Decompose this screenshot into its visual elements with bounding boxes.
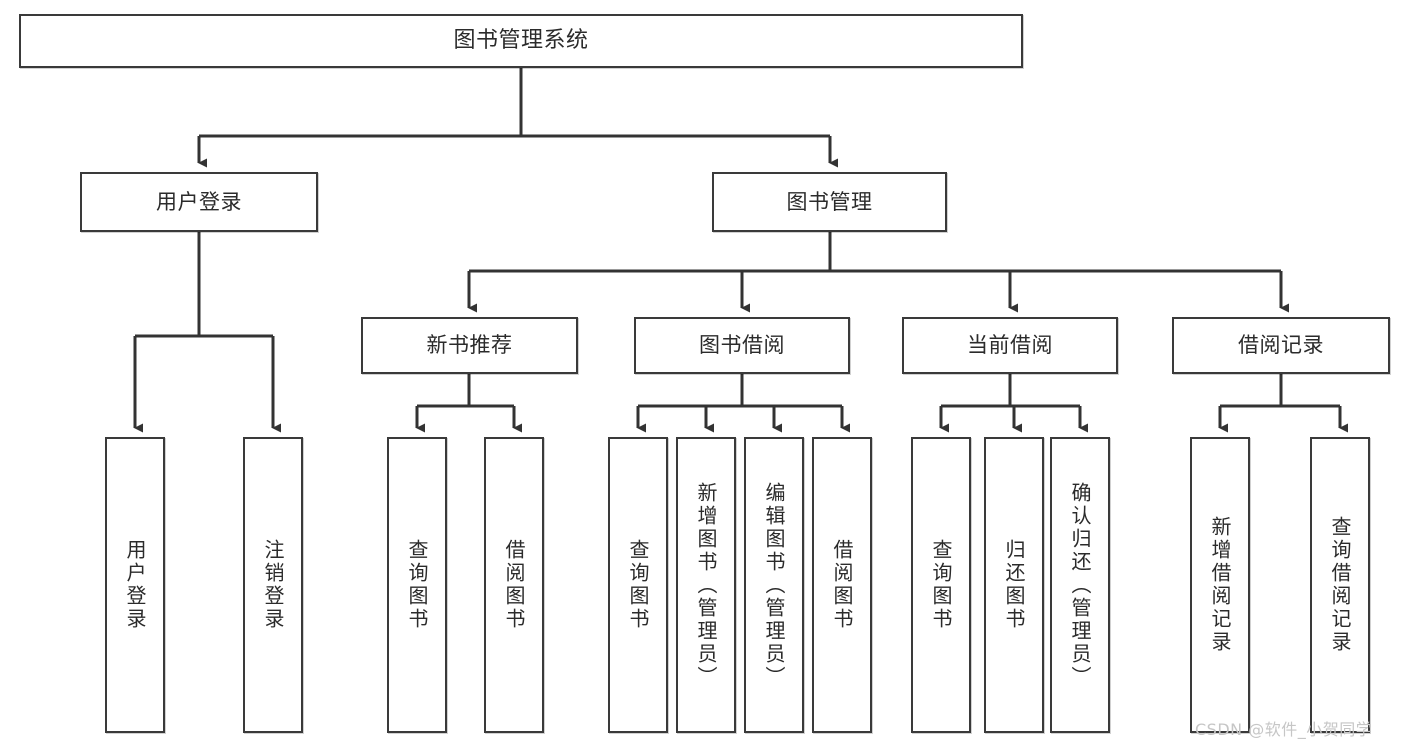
node-book-manage[interactable]: 图书管理 <box>712 172 947 232</box>
node-leaf-query-book-current-label: 查询图书 <box>929 539 953 631</box>
node-leaf-query-book-current[interactable]: 查询图书 <box>911 437 971 733</box>
node-leaf-user-logout[interactable]: 注销登录 <box>243 437 303 733</box>
node-new-book-rec[interactable]: 新书推荐 <box>361 317 578 374</box>
node-leaf-query-record-label: 查询借阅记录 <box>1328 516 1352 654</box>
node-book-borrow[interactable]: 图书借阅 <box>634 317 850 374</box>
node-leaf-query-book-rec-label: 查询图书 <box>405 539 429 631</box>
node-leaf-borrow-book[interactable]: 借阅图书 <box>812 437 872 733</box>
node-leaf-user-login-label: 用户登录 <box>123 539 147 631</box>
node-leaf-return-book-label: 归还图书 <box>1002 539 1026 631</box>
csdn-watermark: CSDN @软件_小贺同学 <box>1195 720 1373 739</box>
node-current-borrow-label: 当前借阅 <box>967 333 1053 358</box>
node-leaf-borrow-book-rec-label: 借阅图书 <box>502 539 526 631</box>
node-new-book-rec-label: 新书推荐 <box>426 333 513 358</box>
node-leaf-borrow-book-label: 借阅图书 <box>830 539 854 631</box>
node-leaf-add-record[interactable]: 新增借阅记录 <box>1190 437 1250 733</box>
node-leaf-add-record-label: 新增借阅记录 <box>1208 516 1232 654</box>
node-user-login[interactable]: 用户登录 <box>80 172 318 232</box>
node-leaf-query-record[interactable]: 查询借阅记录 <box>1310 437 1370 733</box>
node-leaf-add-book-label: 新增图书（管理员） <box>694 481 718 689</box>
node-root[interactable]: 图书管理系统 <box>19 14 1023 68</box>
node-leaf-borrow-book-rec[interactable]: 借阅图书 <box>484 437 544 733</box>
node-leaf-query-book-rec[interactable]: 查询图书 <box>387 437 447 733</box>
node-leaf-query-book-borrow-label: 查询图书 <box>626 539 650 631</box>
node-leaf-confirm-return-label: 确认归还（管理员） <box>1068 481 1092 689</box>
node-current-borrow[interactable]: 当前借阅 <box>902 317 1118 374</box>
node-borrow-record[interactable]: 借阅记录 <box>1172 317 1390 374</box>
node-leaf-edit-book-label: 编辑图书（管理员） <box>762 481 786 689</box>
node-leaf-user-logout-label: 注销登录 <box>261 539 285 631</box>
node-leaf-user-login[interactable]: 用户登录 <box>105 437 165 733</box>
node-book-manage-label: 图书管理 <box>786 189 873 214</box>
node-leaf-query-book-borrow[interactable]: 查询图书 <box>608 437 668 733</box>
node-user-login-label: 用户登录 <box>156 189 242 214</box>
node-leaf-confirm-return[interactable]: 确认归还（管理员） <box>1050 437 1110 733</box>
node-leaf-add-book[interactable]: 新增图书（管理员） <box>676 437 736 733</box>
node-root-label: 图书管理系统 <box>453 28 589 54</box>
node-book-borrow-label: 图书借阅 <box>699 333 785 358</box>
node-leaf-return-book[interactable]: 归还图书 <box>984 437 1044 733</box>
node-borrow-record-label: 借阅记录 <box>1238 333 1324 358</box>
node-leaf-edit-book[interactable]: 编辑图书（管理员） <box>744 437 804 733</box>
